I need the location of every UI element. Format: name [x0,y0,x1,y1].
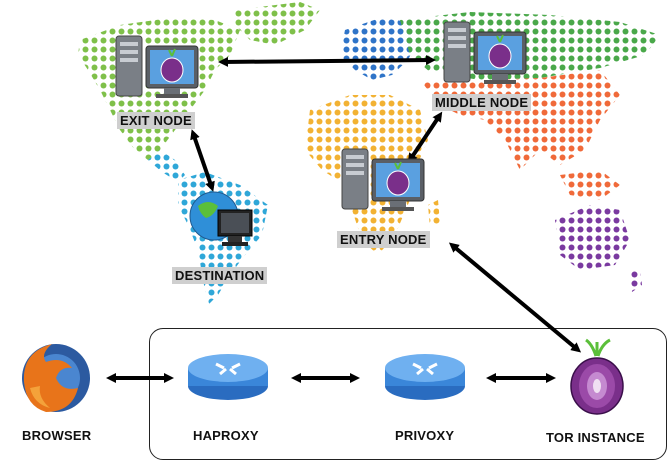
exit-node [112,32,202,107]
arrow-entry-tor [448,242,582,353]
tor-server-icon [115,35,199,98]
destination-label: DESTINATION [172,267,268,284]
haproxy-label: HAPROXY [193,428,259,443]
greenland-region [235,2,320,45]
browser-label: BROWSER [22,428,92,443]
middle-node-label: MIDDLE NODE [432,94,532,111]
router-icon [188,354,268,400]
tor-instance-node [566,338,630,418]
router-icon [385,354,465,400]
privoxy-label: PRIVOXY [395,428,455,443]
se-asia-region [560,170,620,200]
entry-node-label: ENTRY NODE [337,231,430,248]
privoxy-node [383,350,467,402]
globe-computer-icon [189,191,253,246]
browser-node [16,338,98,420]
entry-node [338,145,428,220]
middle-node [440,18,530,93]
tor-onion-icon [570,338,624,415]
destination-node [188,188,258,254]
tor-server-icon [443,21,527,84]
exit-node-label: EXIT NODE [117,112,195,129]
madagascar-region [428,200,440,228]
new-zealand-region [628,268,642,292]
firefox-icon [22,344,90,412]
haproxy-node [186,350,270,402]
local-stack-box [149,328,667,460]
arrow-exit-destination [190,129,215,192]
arrow-exit-middle [218,55,436,67]
tor-instance-label: TOR INSTANCE [546,430,645,445]
central-america-region [148,150,185,182]
arrow-middle-entry [407,111,443,164]
tor-server-icon [341,148,425,211]
